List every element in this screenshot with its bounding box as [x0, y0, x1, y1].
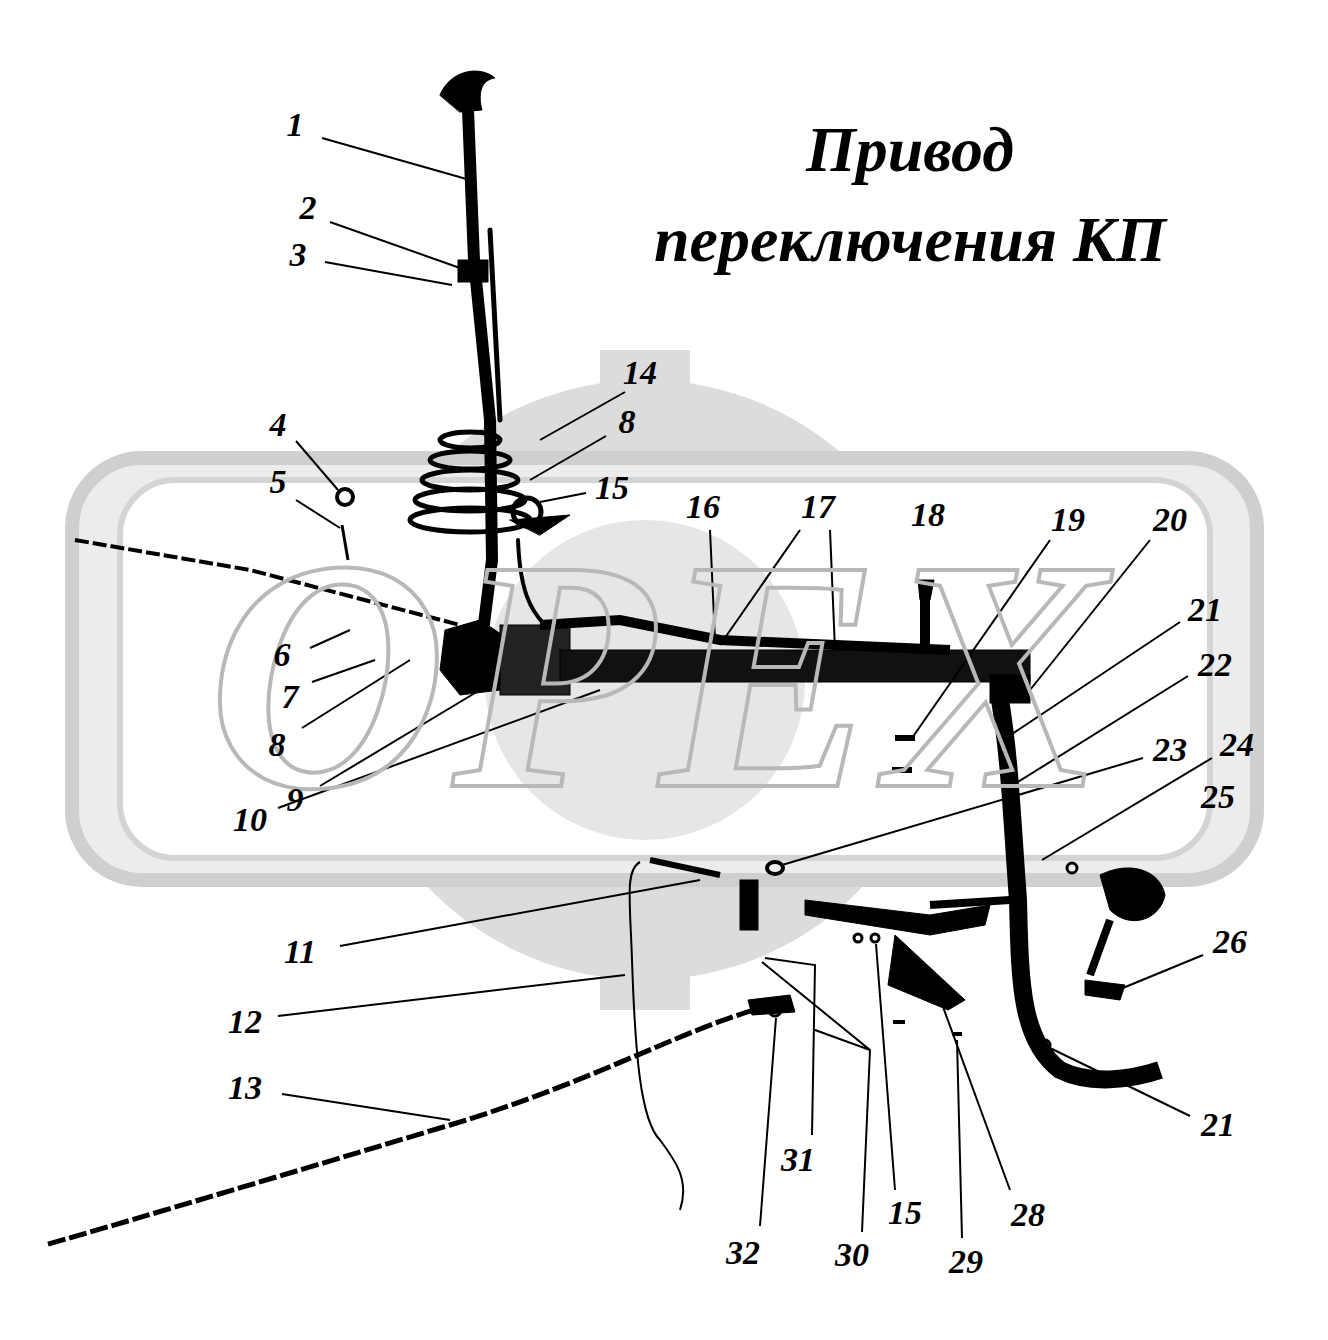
callout-number: 2: [300, 191, 317, 225]
callout-number: 14: [623, 356, 657, 390]
callout-number: 11: [284, 935, 316, 969]
callout-number: 1: [287, 108, 304, 142]
callout-number: 31: [781, 1143, 815, 1177]
callout-number: 21: [1188, 593, 1222, 627]
watermark-logo: [72, 350, 1257, 1010]
callout-number: 26: [1213, 925, 1247, 959]
callout-number: 29: [949, 1245, 983, 1279]
callout-number: 22: [1198, 648, 1232, 682]
callout-number: 25: [1201, 780, 1235, 814]
callout-number: 20: [1153, 503, 1187, 537]
callout-number: 24: [1220, 728, 1254, 762]
callout-number: 23: [1153, 733, 1187, 767]
callout-number: 30: [835, 1238, 869, 1272]
callout-number: 28: [1011, 1198, 1045, 1232]
callout-number: 17: [801, 490, 835, 524]
callout-number: 12: [228, 1005, 262, 1039]
diagram-title: Привод переключения КП: [630, 105, 1190, 284]
watermark: ОРЕХ: [208, 510, 1112, 840]
callout-number: 15: [888, 1196, 922, 1230]
callout-number: 16: [686, 490, 720, 524]
callout-number: 9: [287, 783, 304, 817]
callout-number: 13: [228, 1071, 262, 1105]
callout-number: 5: [270, 465, 287, 499]
callout-number: 21: [1201, 1108, 1235, 1142]
callout-number: 4: [270, 408, 287, 442]
callout-number: 7: [282, 680, 299, 714]
callout-number: 8: [269, 728, 286, 762]
callout-number: 15: [595, 471, 629, 505]
callout-number: 19: [1051, 503, 1085, 537]
callout-number: 18: [911, 498, 945, 532]
callout-number: 10: [233, 803, 267, 837]
callout-number: 6: [274, 638, 291, 672]
callout-number: 8: [619, 405, 636, 439]
callout-number: 32: [726, 1236, 760, 1270]
callout-number: 3: [290, 238, 307, 272]
